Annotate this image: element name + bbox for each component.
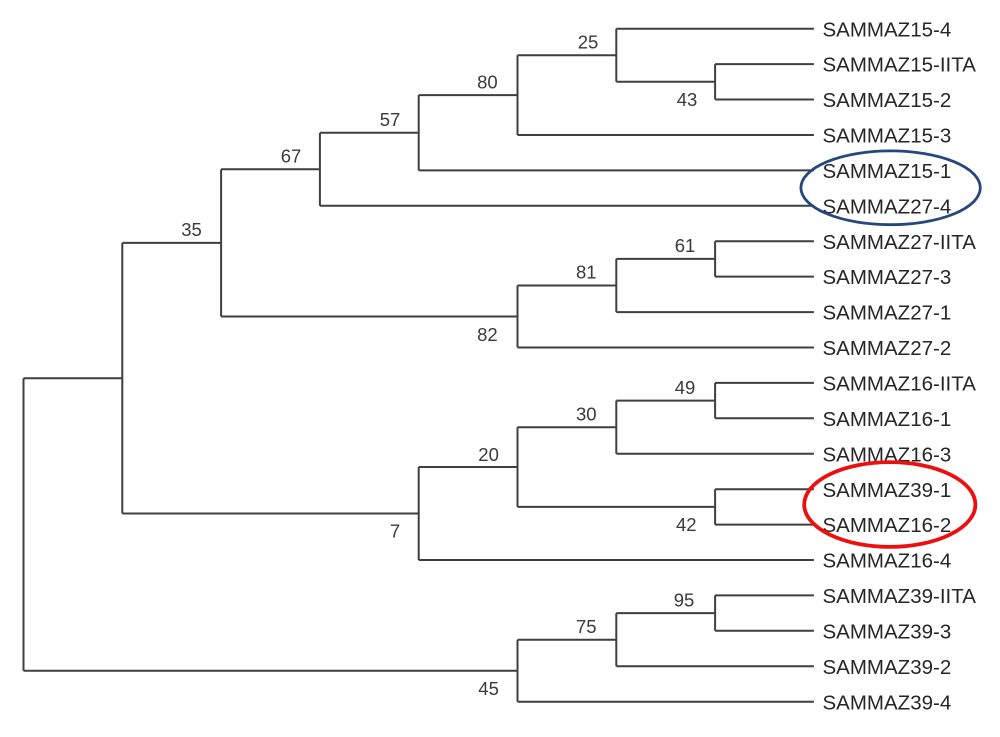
svg-text:SAMMAZ15-4: SAMMAZ15-4 xyxy=(823,18,952,41)
svg-text:SAMMAZ15-1: SAMMAZ15-1 xyxy=(823,160,952,183)
svg-text:49: 49 xyxy=(675,377,696,398)
svg-text:61: 61 xyxy=(675,235,696,256)
svg-text:SAMMAZ27-1: SAMMAZ27-1 xyxy=(823,302,952,325)
svg-text:82: 82 xyxy=(477,324,498,345)
svg-text:7: 7 xyxy=(390,521,400,542)
svg-text:57: 57 xyxy=(380,109,401,130)
svg-text:35: 35 xyxy=(181,219,202,240)
svg-text:SAMMAZ39-3: SAMMAZ39-3 xyxy=(823,620,952,643)
svg-text:SAMMAZ16-3: SAMMAZ16-3 xyxy=(823,443,952,466)
svg-text:SAMMAZ15-3: SAMMAZ15-3 xyxy=(823,125,952,148)
svg-text:20: 20 xyxy=(478,444,499,465)
svg-text:SAMMAZ15-IITA: SAMMAZ15-IITA xyxy=(823,54,977,77)
svg-text:SAMMAZ39-4: SAMMAZ39-4 xyxy=(823,691,952,714)
svg-text:SAMMAZ16-4: SAMMAZ16-4 xyxy=(823,550,952,573)
svg-text:SAMMAZ27-3: SAMMAZ27-3 xyxy=(823,266,952,289)
svg-text:30: 30 xyxy=(576,403,597,424)
svg-text:SAMMAZ39-1: SAMMAZ39-1 xyxy=(823,479,952,502)
svg-text:SAMMAZ16-1: SAMMAZ16-1 xyxy=(823,408,952,431)
svg-text:43: 43 xyxy=(677,89,698,110)
svg-text:42: 42 xyxy=(676,514,697,535)
svg-text:75: 75 xyxy=(576,616,597,637)
svg-text:81: 81 xyxy=(576,262,597,283)
svg-text:95: 95 xyxy=(674,590,695,611)
svg-text:SAMMAZ27-IITA: SAMMAZ27-IITA xyxy=(823,231,977,254)
svg-text:45: 45 xyxy=(478,678,499,699)
svg-text:67: 67 xyxy=(281,146,302,167)
svg-text:SAMMAZ16-2: SAMMAZ16-2 xyxy=(823,514,952,537)
svg-text:SAMMAZ39-2: SAMMAZ39-2 xyxy=(823,656,952,679)
svg-text:SAMMAZ39-IITA: SAMMAZ39-IITA xyxy=(823,585,977,608)
svg-text:SAMMAZ15-2: SAMMAZ15-2 xyxy=(823,89,952,112)
svg-text:SAMMAZ27-2: SAMMAZ27-2 xyxy=(823,337,952,360)
svg-text:SAMMAZ27-4: SAMMAZ27-4 xyxy=(823,195,952,218)
svg-text:25: 25 xyxy=(578,31,599,52)
svg-text:80: 80 xyxy=(477,71,498,92)
svg-text:SAMMAZ16-IITA: SAMMAZ16-IITA xyxy=(823,373,977,396)
